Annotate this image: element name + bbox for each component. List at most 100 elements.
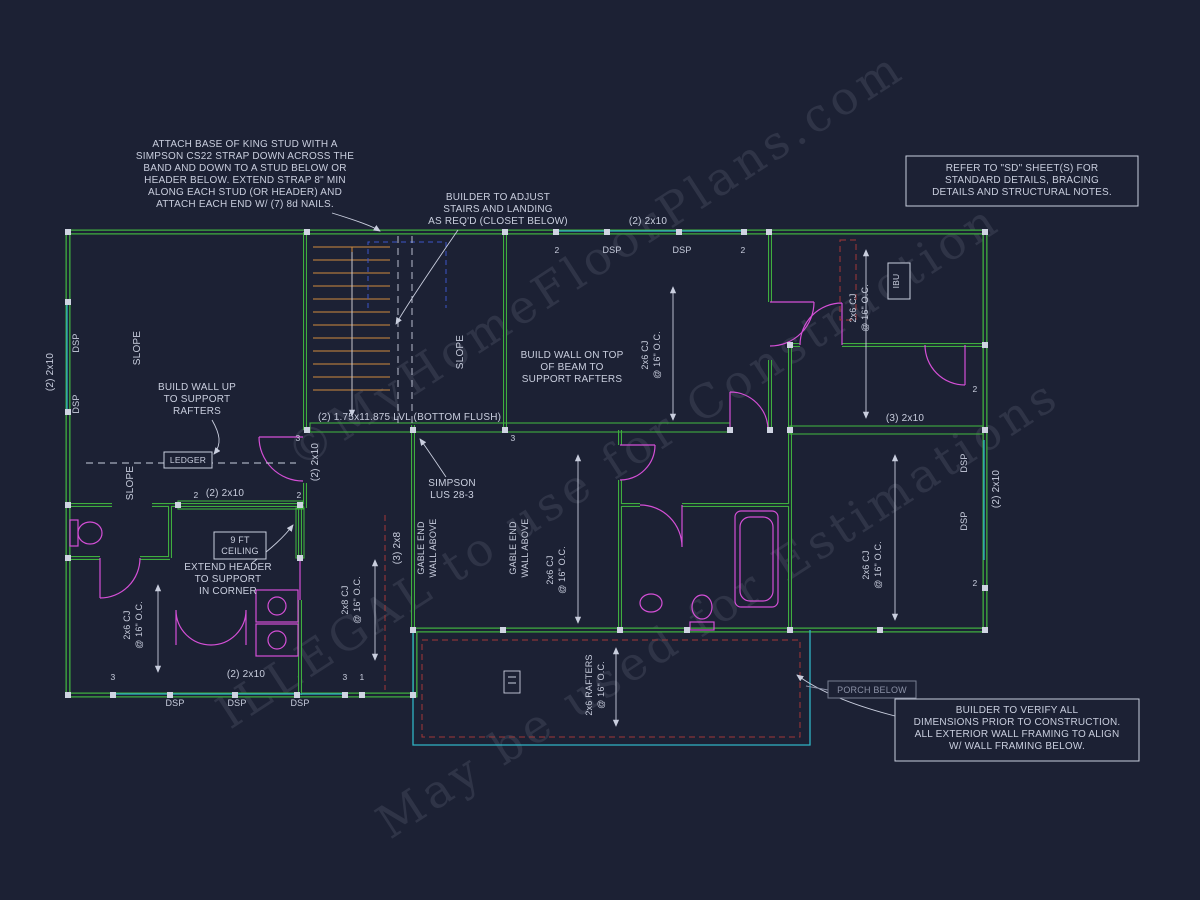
- stud-count: 2: [741, 245, 746, 255]
- rafter-label-line: @ 16" O.C.: [596, 661, 606, 709]
- verify-note-line: W/ WALL FRAMING BELOW.: [949, 741, 1085, 752]
- dsp-label: DSP: [672, 245, 691, 255]
- stud-count: 3: [111, 672, 116, 682]
- header-label-right-wall: (2) 2x10: [991, 470, 1002, 509]
- joist-label-line: 2x6 CJ: [122, 610, 132, 639]
- sd-note-line: REFER TO "SD" SHEET(S) FOR: [946, 163, 1099, 174]
- door-bath-mid: [639, 504, 683, 548]
- slope-label: SLOPE: [125, 466, 136, 500]
- note-king-stud-line: ATTACH BASE OF KING STUD WITH A: [152, 139, 337, 150]
- joist-label-line: @ 16" O.C.: [873, 541, 883, 589]
- stud-count: 3: [343, 672, 348, 682]
- slope-label: SLOPE: [132, 331, 143, 365]
- verify-note-line: DIMENSIONS PRIOR TO CONSTRUCTION.: [914, 717, 1121, 728]
- porch-roof-dashed: [421, 639, 801, 738]
- ceiling-note-line: CEILING: [221, 546, 258, 556]
- toilet-mid-bowl: [691, 594, 713, 620]
- note-extend-header-line: IN CORNER: [199, 586, 257, 597]
- rafter-label-line: 2x6 RAFTERS: [584, 654, 594, 715]
- dsp-label: DSP: [290, 698, 309, 708]
- chase-dashed: [839, 239, 857, 321]
- note-adjust-stairs-line: BUILDER TO ADJUST: [446, 192, 550, 203]
- closet-below-dashed: [397, 236, 413, 424]
- dsp-label: DSP: [227, 698, 246, 708]
- porch-post-symbol: [503, 670, 521, 694]
- door-hall-mid: [619, 444, 656, 481]
- door-right-mid: [924, 344, 966, 386]
- note-king-stud-line: ALONG EACH STUD (OR HEADER) AND: [148, 187, 342, 198]
- dsp-label: DSP: [959, 511, 969, 530]
- toilet-mid-tank: [689, 621, 715, 631]
- ibu-box: [887, 262, 911, 300]
- gable-label-line: WALL ABOVE: [520, 519, 530, 578]
- note-extend-header-line: EXTEND HEADER: [184, 562, 272, 573]
- note-simpson-line: LUS 28-3: [430, 490, 474, 501]
- dsp-label: DSP: [71, 394, 81, 413]
- bathtub-inner: [739, 516, 774, 602]
- bathtub: [734, 510, 779, 608]
- stud-count: 1: [360, 672, 365, 682]
- joist-label-line: 2x8 CJ: [340, 585, 350, 614]
- note-build-wall-up-line: BUILD WALL UP: [158, 382, 236, 393]
- slope-label: SLOPE: [455, 335, 466, 369]
- joist-label-line: 2x6 CJ: [861, 550, 871, 579]
- note-extend-header-line: TO SUPPORT: [195, 574, 262, 585]
- pedestal-sink: [639, 593, 663, 613]
- ceiling-note-box: [213, 531, 267, 560]
- beam-label-right: (3) 2x10: [886, 413, 925, 424]
- header-label-top: (2) 2x10: [629, 216, 668, 227]
- stud-count: 2: [973, 578, 978, 588]
- porch-outline: [412, 630, 811, 746]
- joist-label-line: 2x6 CJ: [848, 293, 858, 322]
- annotations: ATTACH BASE OF KING STUD WITH A SIMPSON …: [45, 139, 1140, 762]
- dsp-label: DSP: [71, 333, 81, 352]
- lvl-beam-label: (2) 1.75x11.875 LVL (BOTTOM FLUSH): [318, 412, 501, 423]
- note-adjust-stairs-line: AS REQ'D (CLOSET BELOW): [428, 216, 568, 227]
- doors: [99, 301, 966, 646]
- vanity-sink-1-basin: [267, 596, 287, 616]
- double-door-closet: [175, 609, 247, 646]
- note-king-stud-line: SIMPSON CS22 STRAP DOWN ACROSS THE: [136, 151, 354, 162]
- fixtures: [69, 510, 779, 657]
- gable-label-line: GABLE END: [416, 521, 426, 575]
- joist-label-line: 2x6 CJ: [640, 340, 650, 369]
- stair-treads: [313, 246, 390, 391]
- stud-count: 2: [555, 245, 560, 255]
- joist-arrows: [154, 249, 899, 727]
- interior-walls: [68, 232, 985, 695]
- sd-note-line: DETAILS AND STRUCTURAL NOTES.: [932, 187, 1112, 198]
- gable-label-line: GABLE END: [508, 521, 518, 575]
- dsp-label: DSP: [165, 698, 184, 708]
- stud-count: 3: [296, 433, 301, 443]
- joist-label-line: 2x6 CJ: [545, 555, 555, 584]
- note-adjust-stairs-line: STAIRS AND LANDING: [443, 204, 553, 215]
- stud-count: 2: [194, 490, 199, 500]
- verify-note-line: BUILDER TO VERIFY ALL: [956, 705, 1079, 716]
- note-build-wall-beam-line: OF BEAM TO: [540, 362, 603, 373]
- ibu-label: IBU: [891, 274, 901, 289]
- ledger-box: [163, 451, 213, 469]
- toilet-left-bowl: [77, 521, 103, 545]
- post-label-3-2x8: (3) 2x8: [392, 532, 403, 565]
- note-king-stud-line: BAND AND DOWN TO A STUD BELOW OR: [143, 163, 346, 174]
- leader-king-stud: [331, 212, 381, 232]
- porch-below-box: [827, 680, 917, 699]
- stud-count: 3: [511, 433, 516, 443]
- door-beam-opening: [729, 391, 769, 431]
- sd-note-line: STANDARD DETAILS, BRACING: [945, 175, 1099, 186]
- note-build-wall-beam-line: BUILD WALL ON TOP: [521, 350, 624, 361]
- windows: [66, 230, 985, 695]
- stair-rail-dashed: [367, 241, 447, 308]
- porch-post-symbol-glyph: [508, 676, 516, 684]
- stud-count: 2: [297, 490, 302, 500]
- header-label-left-wall: (2) 2x10: [45, 353, 56, 392]
- joist-label-line: @ 16" O.C.: [557, 546, 567, 594]
- note-king-stud-line: ATTACH EACH END W/ (7) 8d NAILS.: [156, 199, 334, 210]
- dsp-label: DSP: [602, 245, 621, 255]
- door-bath-left: [99, 557, 141, 599]
- stud-count: 2: [973, 384, 978, 394]
- leader-simpson: [419, 438, 447, 478]
- note-king-stud-line: HEADER BELOW. EXTEND STRAP 8" MIN: [144, 175, 346, 186]
- ceiling-note-line: 9 FT: [230, 535, 250, 545]
- ledger-label: LEDGER: [170, 455, 206, 465]
